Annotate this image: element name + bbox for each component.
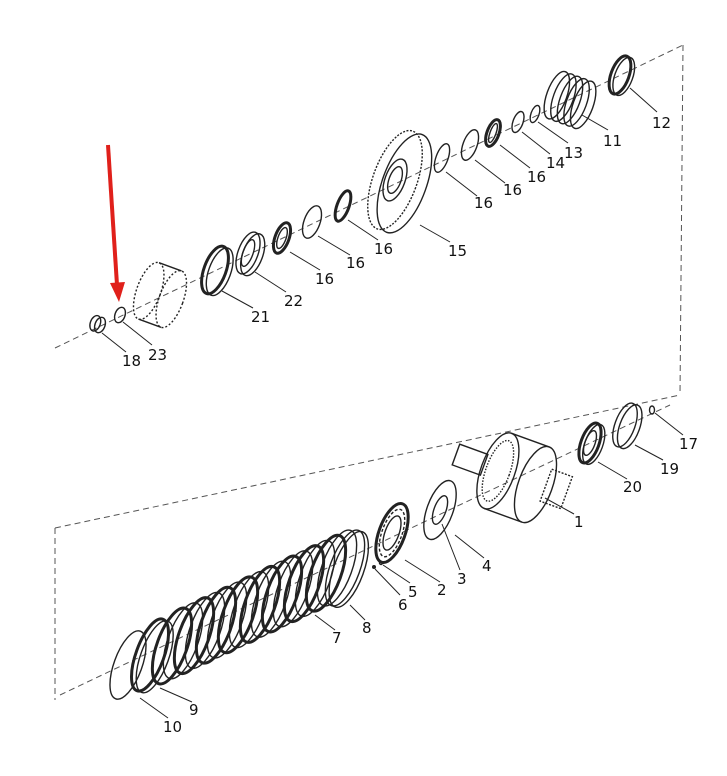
clutch-plate <box>172 596 216 676</box>
clutch-plate <box>304 533 348 613</box>
part-11-spring <box>543 70 597 130</box>
part-16-snap-ring <box>433 143 451 173</box>
callout-label: 22 <box>284 292 303 310</box>
leader-lines <box>101 87 684 719</box>
clutch-plate <box>216 575 260 655</box>
clutch-plate <box>150 606 194 686</box>
clutch-plate <box>316 529 358 607</box>
part-20-bearing <box>577 421 606 466</box>
red-arrow-indicator <box>106 144 125 302</box>
part-17-clip <box>648 405 656 415</box>
callout-label: 23 <box>148 346 167 364</box>
part-16-ring <box>460 129 480 161</box>
callout-label: 6 <box>398 596 408 614</box>
part-15-gear <box>367 129 433 234</box>
callout-label: 21 <box>251 308 270 326</box>
callout-label: 8 <box>362 619 372 637</box>
callout-label: 11 <box>603 132 622 150</box>
clutch-plate <box>206 581 248 659</box>
callout-label: 5 <box>408 583 418 601</box>
callout-label: 16 <box>474 194 493 212</box>
callout-label: 16 <box>315 270 334 288</box>
part-6-ball <box>372 565 376 569</box>
part-23-ring <box>113 306 127 324</box>
clutch-plate <box>250 560 292 638</box>
part-10-snap-ring <box>109 630 147 700</box>
part-16-ring <box>301 205 323 239</box>
callout-label: 12 <box>652 114 671 132</box>
lower-assembly <box>109 402 656 700</box>
clutch-plate <box>184 591 226 670</box>
part-2-piston <box>374 502 410 564</box>
part-19-ring <box>612 402 643 450</box>
upper-assembly <box>89 54 636 334</box>
clutch-plate <box>228 570 270 649</box>
callout-label: 1 <box>574 513 584 531</box>
clutch-plate <box>194 585 238 665</box>
callout-label: 18 <box>122 352 141 370</box>
part-18-bushing <box>89 314 107 334</box>
part-13-ring <box>529 104 541 124</box>
part-16-seal <box>271 221 293 255</box>
dashed-guides <box>54 44 684 700</box>
clutch-plate <box>260 554 304 634</box>
callout-label: 16 <box>527 168 546 186</box>
part-16-snap-ring <box>333 189 353 223</box>
callout-label: 10 <box>163 718 182 736</box>
part-1-housing <box>451 432 574 524</box>
clutch-plate <box>238 564 282 644</box>
callout-label: 15 <box>448 242 467 260</box>
callout-label: 16 <box>346 254 365 272</box>
splined-hub <box>132 261 188 329</box>
clutch-plate <box>162 602 204 680</box>
part-14-ring <box>511 110 525 134</box>
part-3-ring <box>431 495 449 525</box>
callout-label: 2 <box>437 581 447 599</box>
callout-label: 7 <box>332 629 342 647</box>
part-7-clutch-pack <box>150 529 358 686</box>
callout-label: 20 <box>623 478 642 496</box>
clutch-plate <box>294 539 336 618</box>
clutch-plate <box>272 550 314 628</box>
callout-label: 17 <box>679 435 698 453</box>
part-8-plate <box>324 529 370 609</box>
callout-label: 3 <box>457 570 467 588</box>
lower-callouts: 17 19 20 1 4 3 2 5 6 8 7 9 10 <box>163 435 698 736</box>
clutch-plate <box>282 544 326 624</box>
upper-callouts: 12 11 13 14 16 16 16 15 16 16 16 22 21 2… <box>122 114 671 370</box>
part-16-seal <box>484 118 502 148</box>
part-22-bearing <box>235 231 266 277</box>
callout-label: 4 <box>482 557 492 575</box>
callout-label: 13 <box>564 144 583 162</box>
callout-label: 9 <box>189 701 199 719</box>
part-21-bearing <box>200 244 234 297</box>
callout-label: 14 <box>546 154 565 172</box>
callout-label: 19 <box>660 460 679 478</box>
part-12-ring <box>607 54 636 97</box>
callout-label: 16 <box>503 181 522 199</box>
callout-label: 16 <box>374 240 393 258</box>
part-4-washer <box>423 479 457 541</box>
